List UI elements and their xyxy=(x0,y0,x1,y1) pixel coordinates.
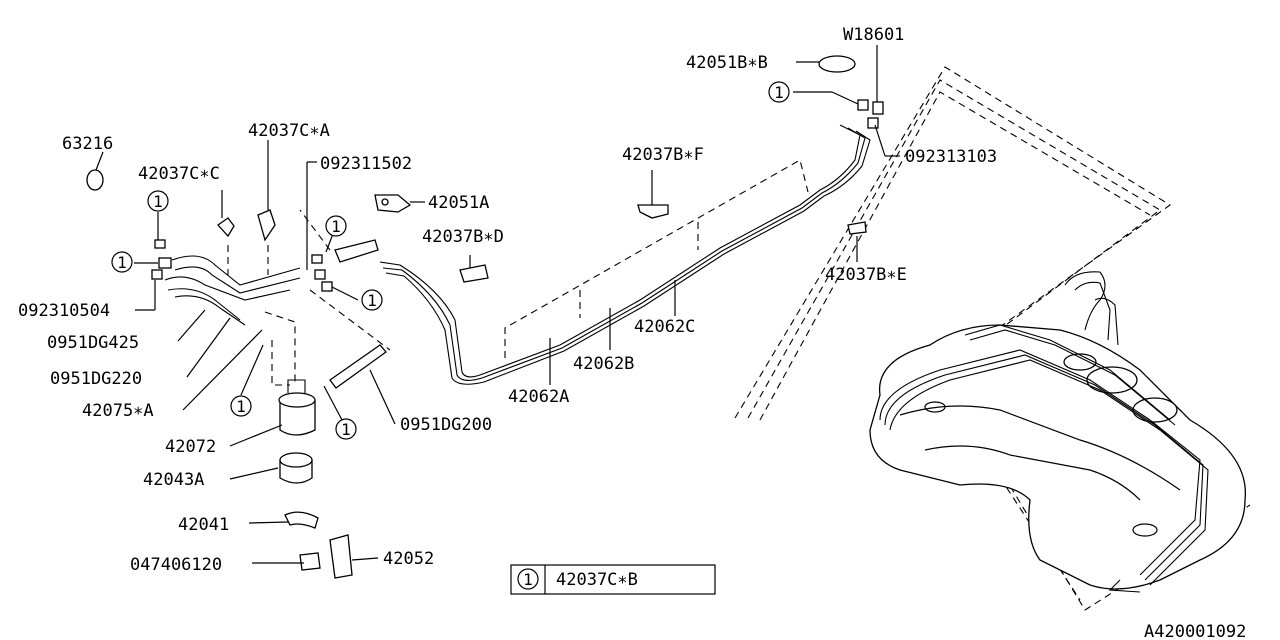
label-42051A: 42051A xyxy=(428,193,489,213)
callout-circle: 1 xyxy=(111,251,133,273)
label-42043A: 42043A xyxy=(143,470,204,490)
fuel-tank-illustration xyxy=(734,66,1251,611)
label-092311502: 092311502 xyxy=(320,154,412,174)
label-42037B-F: 42037B∗F xyxy=(622,145,704,165)
svg-text:1: 1 xyxy=(236,397,246,416)
label-42052: 42052 xyxy=(383,549,434,569)
label-42062C: 42062C xyxy=(634,317,695,337)
label-63216: 63216 xyxy=(62,134,113,154)
svg-text:1: 1 xyxy=(341,420,351,439)
legend-box: 1 42037C∗B xyxy=(510,564,716,595)
svg-text:1: 1 xyxy=(153,192,163,211)
callout-circle: 1 xyxy=(335,418,357,440)
label-047406120: 047406120 xyxy=(130,555,222,575)
label-42062B: 42062B xyxy=(573,354,634,374)
svg-text:1: 1 xyxy=(774,83,784,102)
part-labels: 63216 42037C∗C 42037C∗A 092311502 42051A… xyxy=(18,25,997,575)
label-092310504: 092310504 xyxy=(18,301,110,321)
svg-text:1: 1 xyxy=(331,217,341,236)
leader-lines xyxy=(95,45,900,564)
callout-circle: 1 xyxy=(230,395,252,417)
legend-symbol: 1 xyxy=(523,570,533,589)
label-0951DG200: 0951DG200 xyxy=(400,415,492,435)
label-42037C-A: 42037C∗A xyxy=(248,121,330,141)
callout-circle: 1 xyxy=(147,190,169,212)
label-0951DG425: 0951DG425 xyxy=(47,333,139,353)
part-shapes xyxy=(86,55,884,579)
diagram-id: A420001092 xyxy=(1144,622,1246,640)
callout-circle: 1 xyxy=(768,81,790,103)
svg-text:1: 1 xyxy=(117,253,127,272)
main-fuel-lines xyxy=(379,124,871,385)
label-W18601: W18601 xyxy=(843,25,904,45)
label-42051B-B: 42051B∗B xyxy=(686,53,768,73)
left-hose-assembly xyxy=(164,209,391,386)
callout-circle: 1 xyxy=(325,215,347,237)
label-42072: 42072 xyxy=(165,437,216,457)
svg-text:1: 1 xyxy=(367,291,377,310)
label-0951DG220: 0951DG220 xyxy=(50,369,142,389)
legend-part: 42037C∗B xyxy=(556,570,638,590)
callout-circle: 1 xyxy=(361,289,383,311)
label-42037B-E: 42037B∗E xyxy=(825,265,907,285)
callout-circles: 1 1 1 1 1 1 1 xyxy=(111,81,790,440)
label-42037C-C: 42037C∗C xyxy=(138,164,220,184)
label-092313103: 092313103 xyxy=(905,147,997,167)
label-42037B-D: 42037B∗D xyxy=(422,227,504,247)
label-42041: 42041 xyxy=(178,515,229,535)
label-42075-A: 42075∗A xyxy=(82,401,154,421)
label-42062A: 42062A xyxy=(508,387,569,407)
